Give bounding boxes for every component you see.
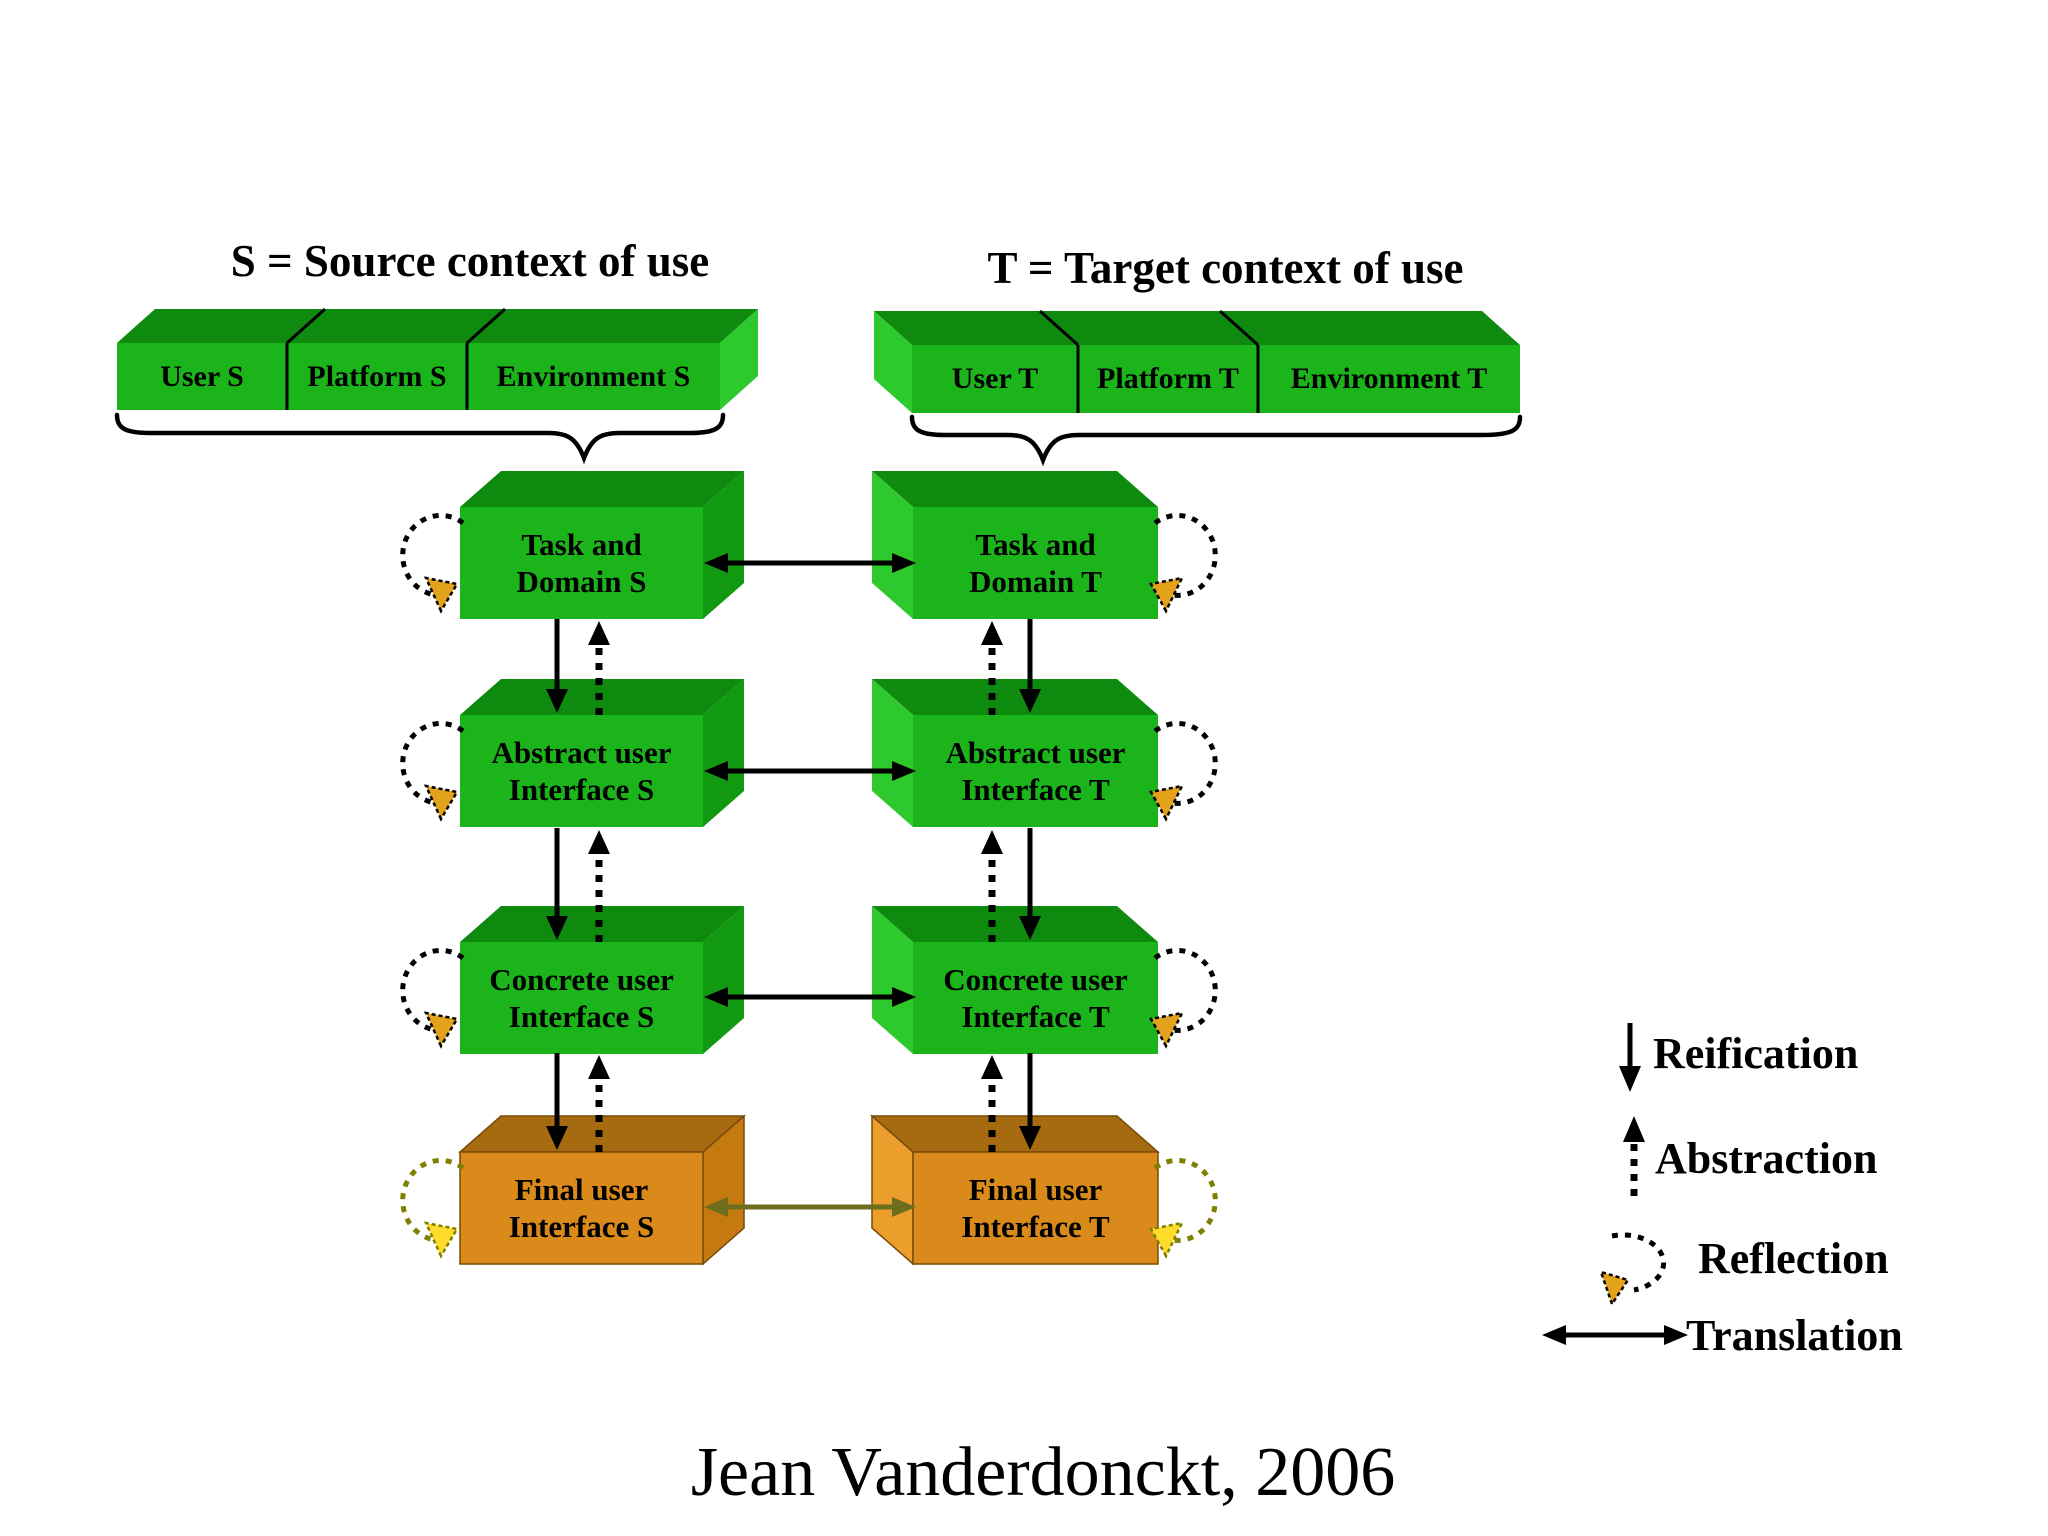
bar-segment-platform-s: Platform S [307,359,447,393]
reification-arrows-target [1019,619,1041,1150]
translation-arrow-icon [1542,1325,1688,1345]
translation-arrows [704,553,916,1217]
box-final-ui-t [870,1114,1160,1266]
header-target-context: T = Target context of use [987,243,1464,293]
bar-segment-environment-s: Environment S [496,359,691,393]
box-task-domain-t [872,471,1158,619]
box-abstract-ui-t [872,679,1158,827]
box-label-concrete-ui-s: Concrete user Interface S [489,961,674,1034]
box-concrete-ui-t [872,906,1158,1054]
bar-segment-user-s: User S [160,359,244,393]
box-label-abstract-ui-s: Abstract user Interface S [491,734,672,807]
header-source-context: S = Source context of use [230,236,710,286]
bar-segment-user-t: User T [951,362,1039,395]
legend-label-abstraction: Abstraction [1655,1133,1878,1183]
box-abstract-ui-s [460,679,744,827]
reification-arrow-icon [1619,1023,1641,1092]
reflection-loops-target [1149,512,1218,1259]
box-label-task-domain-s: Task and Domain S [516,526,647,599]
reflection-loops-source [400,512,465,1259]
brace-target [909,414,1523,467]
caption-attribution: Jean Vanderdonckt, 2006 [690,1434,1396,1511]
reflection-loop-icon [1599,1232,1667,1307]
brace-source [114,412,726,465]
abstraction-arrows-target [981,621,1003,1152]
reification-arrows-source [546,619,568,1150]
bar-segment-platform-t: Platform T [1097,362,1239,395]
box-label-concrete-ui-t: Concrete user Interface T [943,961,1128,1034]
box-label-final-ui-s: Final user Interface S [508,1171,655,1244]
box-label-final-ui-t: Final user Interface T [961,1171,1110,1244]
box-task-domain-s [460,471,744,619]
legend-label-reflection: Reflection [1698,1233,1889,1283]
context-bar-source [117,307,758,410]
abstraction-arrows-source [588,621,610,1152]
bar-segment-environment-t: Environment T [1290,362,1488,395]
legend-label-reification: Reification [1653,1028,1859,1078]
context-bar-target [874,309,1520,413]
abstraction-arrow-icon [1623,1116,1645,1196]
legend-label-translation: Translation [1686,1310,1903,1360]
box-label-task-domain-t: Task and Domain T [969,526,1102,599]
box-label-abstract-ui-t: Abstract user Interface T [945,734,1126,807]
